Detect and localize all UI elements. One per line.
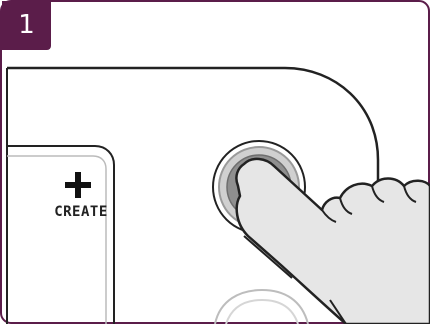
create-button-label: CREATE: [53, 204, 109, 220]
step-number-badge: 1: [2, 1, 51, 50]
plus-icon: [58, 166, 98, 206]
